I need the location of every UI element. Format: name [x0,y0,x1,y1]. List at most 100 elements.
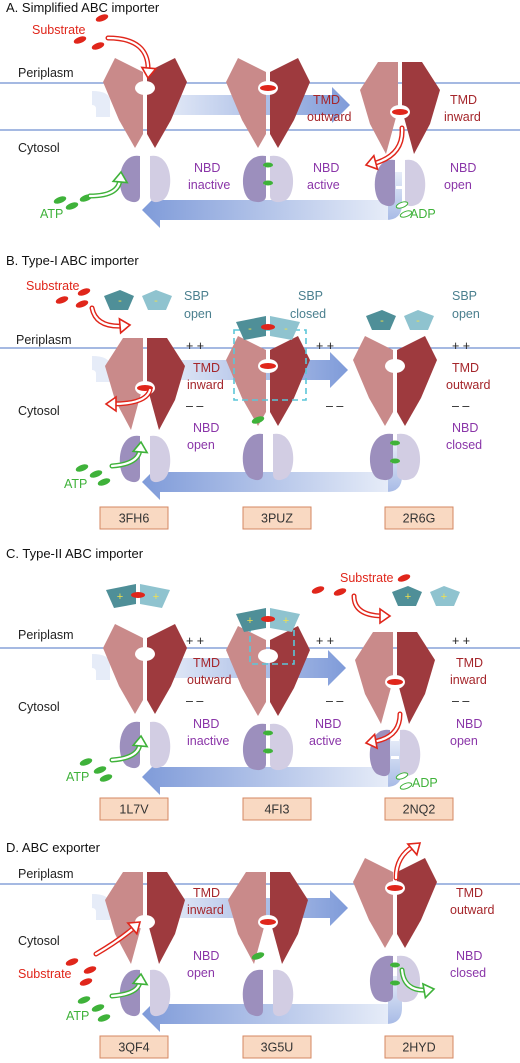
sbp-label: SBP [452,289,477,303]
sbp-charge-sign: - [416,315,420,327]
nbd-state-label: inactive [187,734,229,748]
sbp-lobe-left [106,584,136,608]
tmd-right-subunit [397,632,435,724]
substrate-export-arrowhead [406,842,422,857]
positive-charge-label: + + [186,339,204,353]
sbp-lobe-right [270,316,300,340]
positive-charge-label: + + [186,634,204,648]
tmd-left-subunit [360,62,398,154]
atp-molecule [53,196,67,204]
nbd-label: NBD [193,949,219,963]
sbp-lobe-left [236,608,266,632]
nbd-left-lobe [242,155,266,203]
nbd-state-label: open [187,438,215,452]
tmd-right-subunit [397,858,437,948]
atp-molecule [89,470,103,478]
cycle-entry-hook [92,356,110,382]
bound-substrate [387,885,403,891]
cytosol-label: Cytosol [18,934,60,948]
sbp-charge-sign: - [380,315,384,327]
tmd-left-subunit [105,338,143,430]
nbd-right-lobe [397,433,421,481]
substrate-molecule [65,958,79,966]
transporter [226,336,310,481]
substrate-molecule [311,586,325,594]
transporter [226,626,310,771]
tmd-label: TMD [456,656,483,670]
nbd-right-lobe [273,969,294,1017]
panel-b: B. Type-I ABC importerPeriplasmCytosol--… [0,253,520,530]
adp-molecule [399,210,413,218]
substrate-molecule [397,574,411,582]
sbp-state-label: open [184,307,212,321]
sbp-lobe-left [104,290,134,310]
tmd-left-subunit [353,858,393,948]
sbp-label: SBP [184,289,209,303]
substrate-binding-protein: ++ [236,608,300,632]
substrate-label: Substrate [340,571,394,585]
adp-label: ADP [412,776,438,790]
nbd-label: NBD [450,161,476,175]
sbp-lobe-right [270,608,300,632]
tmd-label: TMD [452,361,479,375]
return-cycle-arrow [142,192,388,228]
tmd-state-label: outward [307,110,352,124]
sbp-charge-sign: + [283,615,289,627]
panel-title: D. ABC exporter [6,840,101,855]
atp-binding-arrowhead [131,440,149,454]
substrate-label: Substrate [32,23,86,37]
atp-molecule [99,774,113,782]
tmd-right-subunit [147,624,187,714]
nbd-state-label: open [187,966,215,980]
atp-label: ATP [64,477,87,491]
bound-substrate [260,85,276,91]
atp-site [391,738,399,741]
substrate-label: Substrate [18,967,72,981]
sbp-charge-sign: + [441,591,447,603]
bound-atp [263,162,273,168]
substrate-release-arrow-core [370,126,404,166]
tmd-state-label: inward [187,378,224,392]
nbd-right-lobe [270,155,294,203]
nbd-label: NBD [193,421,219,435]
tmd-right-subunit [402,62,440,154]
nbd-right-lobe [397,955,421,1003]
sbp-charge-sign: + [247,615,253,627]
bound-atp [390,458,400,464]
substrate-molecule [73,36,87,44]
bound-substrate [387,679,403,685]
nbd-left-lobe [242,723,266,771]
adp-molecule [395,201,409,209]
atp-molecule [93,766,107,774]
nbd-right-lobe [150,155,171,203]
nbd-left-lobe [374,159,395,207]
substrate-release-arrowhead [364,153,379,171]
nbd-left-lobe [119,435,140,483]
nbd-right-lobe [150,969,171,1017]
nbd-right-lobe [150,435,171,483]
tmd-label: TMD [456,886,483,900]
tmd-state-label: inward [450,673,487,687]
nbd-state-label: open [450,734,478,748]
nbd-label: NBD [452,421,478,435]
tmd-right-subunit [270,872,308,964]
periplasm-label: Periplasm [18,66,74,80]
negative-charge-label: – – [186,399,203,413]
bound-atp [390,440,400,446]
substrate-molecule [333,588,347,596]
sbp-lobe-right [404,310,434,330]
substrate-binding-protein: -- [366,310,434,330]
tmd-left-subunit [105,872,143,964]
atp-molecule [75,464,89,472]
atp-site [141,182,149,185]
adp-label: ADP [410,207,436,221]
substrate-release-arrow-core [110,388,152,406]
pdb-code-label: 2NQ2 [403,803,436,817]
atp-site [396,168,404,171]
cytosol-label: Cytosol [18,404,60,418]
atp-label: ATP [66,770,89,784]
tmd-label: TMD [313,93,340,107]
transporter [355,632,435,777]
tmd-right-subunit [270,336,310,426]
atp-site [264,460,272,463]
